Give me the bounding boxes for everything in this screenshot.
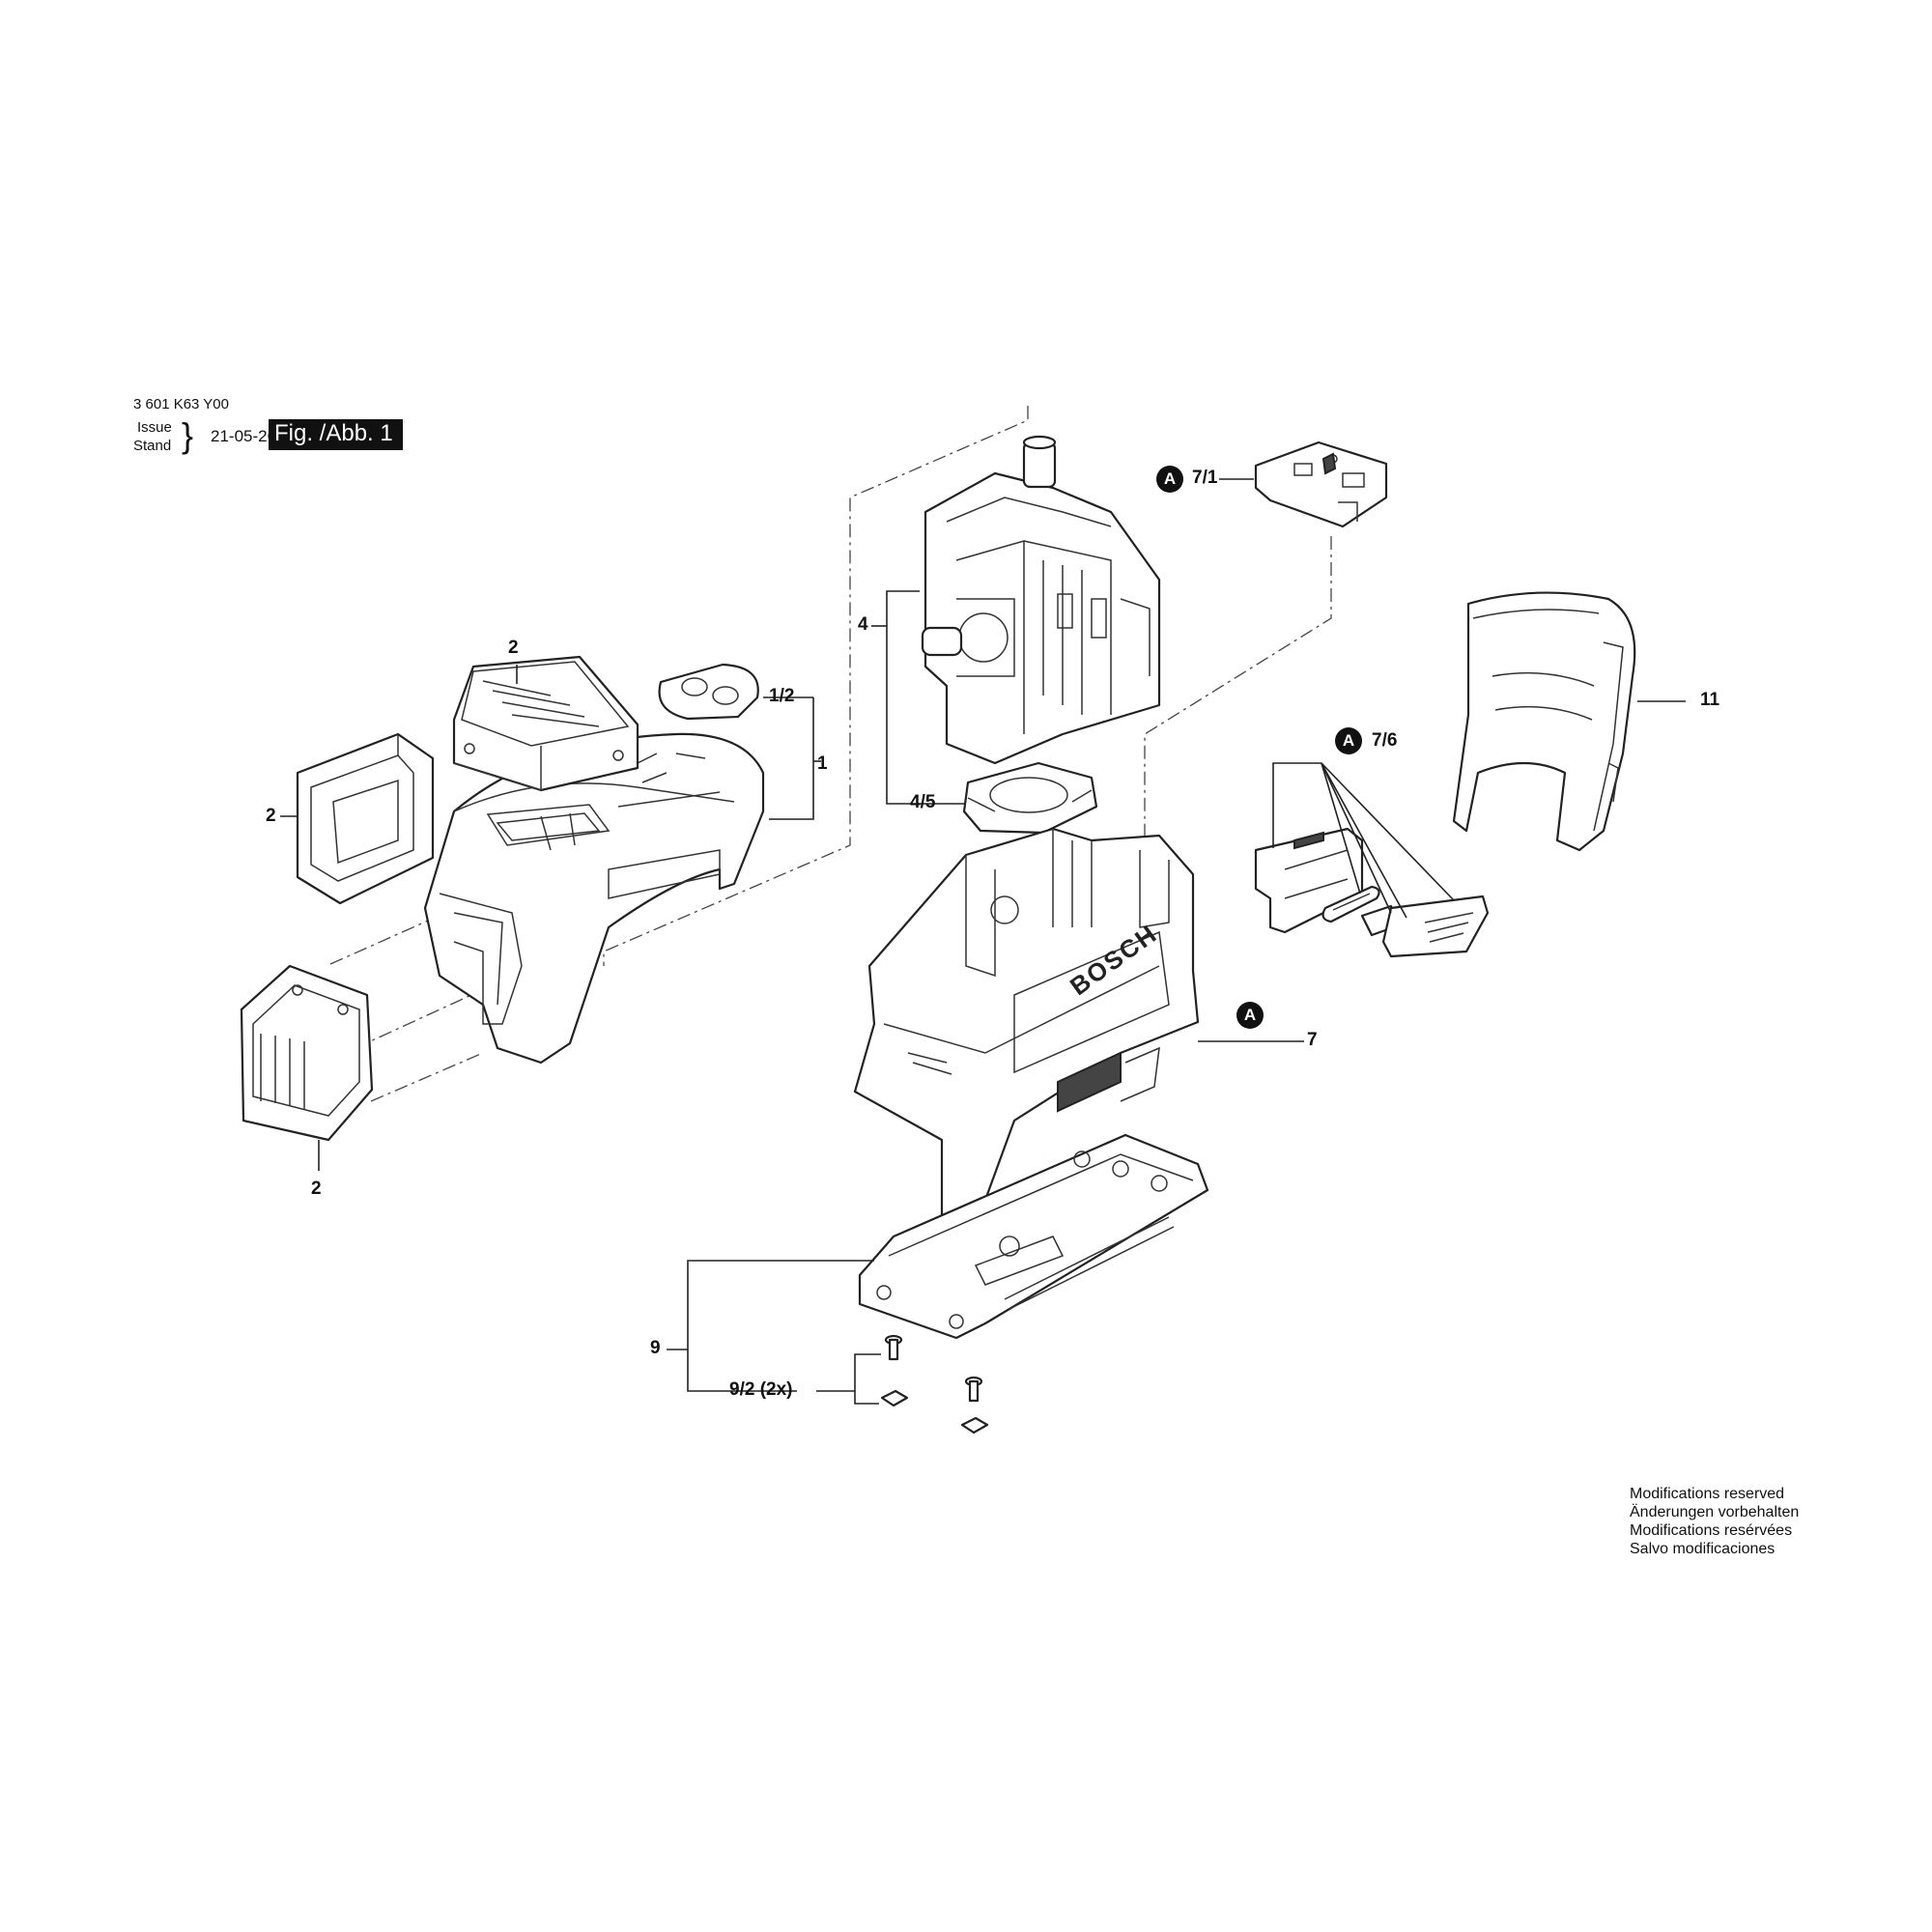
gasket-1-2 — [658, 663, 759, 721]
callout-7-6: 7/6 — [1372, 730, 1398, 751]
cover-housing-1 — [423, 732, 765, 1065]
leader-9-bracket — [687, 1260, 874, 1392]
alignment-line-laser-to-cover — [603, 406, 1029, 966]
alignment-line-window-1 — [329, 917, 436, 965]
leader-7-6-b — [1321, 762, 1361, 895]
callout-4: 4 — [858, 614, 868, 635]
callout-7: 7 — [1307, 1030, 1318, 1050]
callout-1: 1 — [817, 753, 828, 774]
figure-label: Fig. /Abb. 1 — [269, 419, 403, 450]
alignment-line-window-3 — [370, 1052, 484, 1102]
protective-shell-11 — [1452, 591, 1636, 852]
notice-line-en: Modifications reserved — [1630, 1486, 1785, 1502]
revision-date: 21-05-26 — [211, 427, 277, 445]
main-housing-7 — [853, 827, 1200, 1238]
reference-marker-a-7: A — [1236, 1002, 1264, 1029]
callout-4-5: 4/5 — [910, 792, 936, 812]
part-number: 3 601 K63 Y00 — [133, 396, 229, 412]
stand-label: Stand — [133, 438, 172, 454]
callout-2-top: 2 — [508, 638, 519, 658]
pad-9-2-left — [880, 1389, 909, 1407]
callout-2-left: 2 — [266, 806, 276, 826]
callout-1-2: 1/2 — [769, 686, 795, 706]
leader-7-6-d — [1321, 762, 1407, 919]
window-2-left — [296, 732, 435, 905]
pad-9-2-right — [960, 1416, 989, 1435]
notice-line-es: Salvo modificaciones — [1630, 1541, 1776, 1557]
callout-7-1: 7/1 — [1192, 468, 1218, 488]
leader-7-6-c — [1321, 762, 1392, 914]
notice-line-fr: Modifications resérvées — [1630, 1522, 1793, 1539]
screw-9-2-left — [884, 1334, 903, 1361]
seal-ring-7-6 — [1321, 885, 1380, 923]
screw-9-2-right — [964, 1376, 983, 1403]
header-brace: } — [182, 415, 194, 455]
window-2-bottom — [240, 964, 374, 1142]
callout-2-bottom: 2 — [311, 1179, 322, 1199]
modifications-notice: Modifications reserved Änderungen vorbeh… — [1630, 1485, 1799, 1558]
slider-button-7-6 — [1381, 895, 1490, 958]
reference-marker-a-7-1: A — [1156, 466, 1183, 493]
issue-label: Issue — [137, 419, 172, 436]
alignment-line-board-to-housing — [1144, 536, 1332, 874]
leader-1-bracket — [769, 697, 814, 820]
notice-line-de: Änderungen vorbehalten — [1630, 1504, 1800, 1520]
alignment-line-window-2 — [355, 994, 472, 1049]
laser-module-4 — [921, 435, 1161, 765]
circuit-board-7-1 — [1254, 440, 1388, 528]
mounting-ring-4-5 — [962, 761, 1098, 835]
base-9 — [858, 1133, 1209, 1340]
callout-9: 9 — [650, 1338, 661, 1358]
leader-9-2-bracket — [854, 1353, 881, 1405]
leader-7-6-a — [1272, 762, 1321, 848]
window-2-top — [452, 655, 639, 792]
callout-11: 11 — [1700, 690, 1720, 710]
leader-4-bracket — [886, 590, 964, 805]
callout-9-2: 9/2 (2x) — [729, 1379, 793, 1400]
leader-7-6-e — [1321, 762, 1455, 901]
reference-marker-a-7-6: A — [1335, 727, 1362, 754]
